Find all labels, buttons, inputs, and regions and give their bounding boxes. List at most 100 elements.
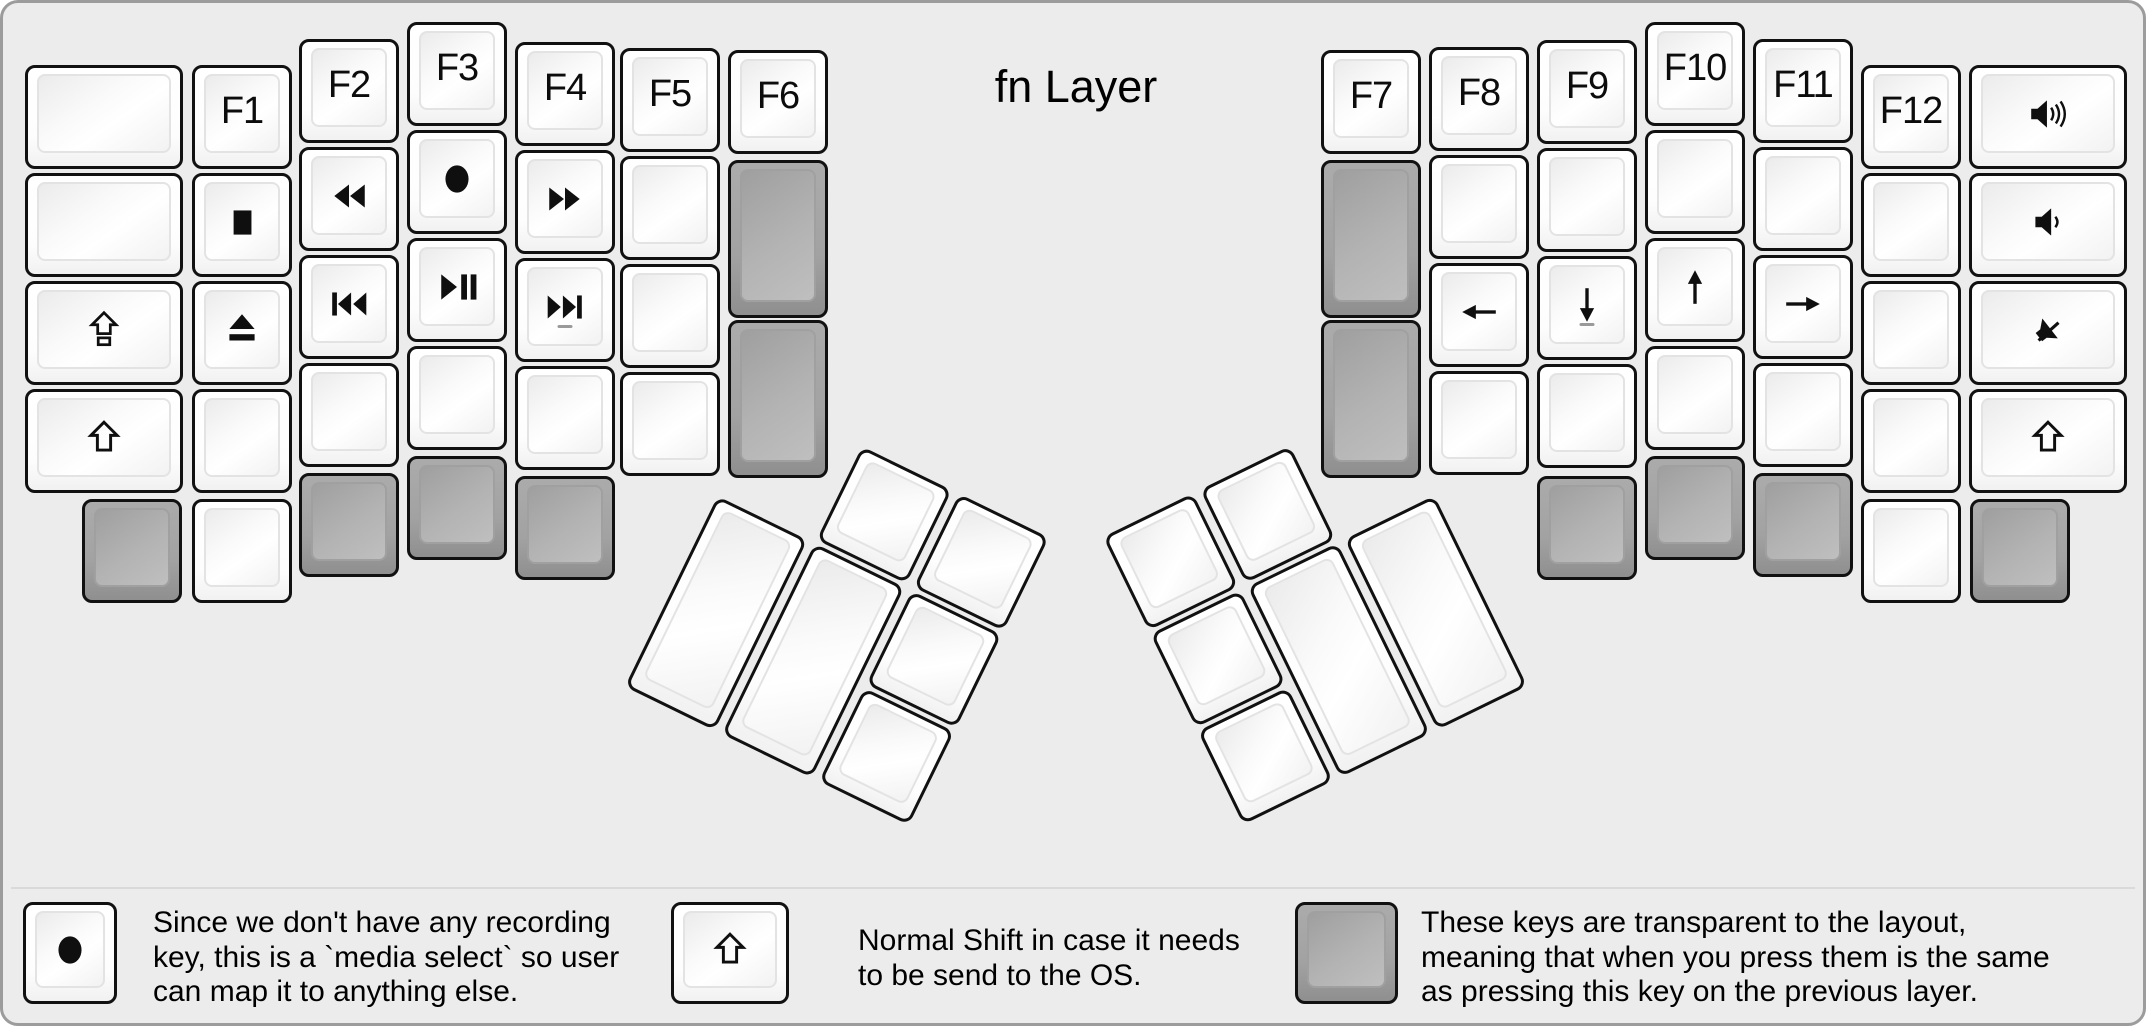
key-transparent[interactable] xyxy=(82,499,182,603)
keytop xyxy=(1873,290,1949,369)
key-blank[interactable] xyxy=(1753,363,1853,467)
keytop xyxy=(94,508,170,587)
key-arrow-left[interactable] xyxy=(1429,263,1529,367)
key-blank[interactable] xyxy=(620,156,720,260)
key-transparent[interactable] xyxy=(1537,476,1637,580)
key-blank[interactable] xyxy=(1537,148,1637,252)
keytop: F8 xyxy=(1441,56,1517,135)
key-play-pause[interactable] xyxy=(407,238,507,342)
key-transparent[interactable] xyxy=(728,160,828,318)
key-transparent[interactable] xyxy=(407,456,507,560)
ffwd-icon xyxy=(549,186,580,211)
keytop xyxy=(1307,911,1386,988)
key-transparent[interactable] xyxy=(1321,160,1421,318)
key-prev-track[interactable] xyxy=(299,255,399,359)
key-volume-up[interactable] xyxy=(1969,65,2127,169)
key-mute[interactable] xyxy=(1969,281,2127,385)
page-title: fn Layer xyxy=(994,61,1158,112)
key-blank[interactable] xyxy=(1429,155,1529,259)
keytop xyxy=(1873,182,1949,261)
key-next-track[interactable] xyxy=(515,258,615,362)
key-f7[interactable]: F7 xyxy=(1321,50,1421,154)
caps-icon xyxy=(88,310,120,346)
key-arrow-down[interactable] xyxy=(1537,256,1637,360)
key-shift[interactable] xyxy=(1969,389,2127,493)
key-label: F12 xyxy=(1879,90,1943,132)
keytop xyxy=(311,156,387,235)
keytop xyxy=(1765,482,1841,561)
key-blank[interactable] xyxy=(1429,371,1529,475)
shift-icon xyxy=(713,931,747,964)
key-label: F11 xyxy=(1773,64,1834,106)
key-shift[interactable] xyxy=(25,389,183,493)
keytop xyxy=(1441,164,1517,243)
record-icon xyxy=(445,164,469,193)
key-f11[interactable]: F11 xyxy=(1753,39,1853,143)
key-blank[interactable] xyxy=(1861,389,1961,493)
key-blank[interactable] xyxy=(25,65,183,169)
keytop xyxy=(834,459,938,565)
key-blank[interactable] xyxy=(620,264,720,368)
playpause-icon xyxy=(441,273,477,300)
key-blank[interactable] xyxy=(1537,364,1637,468)
key-transparent[interactable] xyxy=(1645,456,1745,560)
keytop xyxy=(1441,272,1517,351)
keytop xyxy=(836,701,940,806)
keytop xyxy=(527,159,603,238)
key-blank[interactable] xyxy=(1861,281,1961,385)
key-f3[interactable]: F3 xyxy=(407,22,507,126)
key-transparent[interactable] xyxy=(1321,320,1421,478)
key-blank[interactable] xyxy=(1645,346,1745,450)
key-blank[interactable] xyxy=(620,372,720,476)
keytop xyxy=(527,485,603,564)
key-blank[interactable] xyxy=(515,366,615,470)
key-f8[interactable]: F8 xyxy=(1429,47,1529,151)
keytop xyxy=(1214,459,1318,564)
key-f1[interactable]: F1 xyxy=(192,65,292,169)
key-caps-shift[interactable] xyxy=(25,281,183,385)
key-blank[interactable] xyxy=(1861,499,1961,603)
key-blank[interactable] xyxy=(1645,130,1745,234)
keytop xyxy=(740,329,816,462)
key-transparent[interactable] xyxy=(299,473,399,577)
key-f6[interactable]: F6 xyxy=(728,50,828,154)
key-blank[interactable] xyxy=(1861,173,1961,277)
key-blank[interactable] xyxy=(25,173,183,277)
key-blank[interactable] xyxy=(407,346,507,450)
legend-divider xyxy=(11,887,2135,889)
keytop xyxy=(1982,508,2058,587)
keytop xyxy=(204,182,280,261)
key-transparent[interactable] xyxy=(728,320,828,478)
key-record[interactable] xyxy=(407,130,507,234)
key-stop[interactable] xyxy=(192,173,292,277)
key-eject[interactable] xyxy=(192,281,292,385)
key-blank[interactable] xyxy=(192,499,292,603)
key-arrow-right[interactable] xyxy=(1753,255,1853,359)
vol-mute-icon xyxy=(2035,317,2060,342)
key-blank[interactable] xyxy=(1753,147,1853,251)
key-f5[interactable]: F5 xyxy=(620,48,720,152)
keytop xyxy=(1333,329,1409,462)
keytop xyxy=(1549,485,1625,564)
key-transparent[interactable] xyxy=(515,476,615,580)
key-f9[interactable]: F9 xyxy=(1537,40,1637,144)
key-volume-down[interactable] xyxy=(1969,173,2127,277)
keytop xyxy=(1441,380,1517,459)
key-arrow-up[interactable] xyxy=(1645,238,1745,342)
keytop xyxy=(204,508,280,587)
key-blank[interactable] xyxy=(192,389,292,493)
legend-text-line: Normal Shift in case it needs xyxy=(858,924,1240,957)
key-transparent[interactable] xyxy=(1970,499,2070,603)
key-f12[interactable]: F12 xyxy=(1861,65,1961,169)
key-f2[interactable]: F2 xyxy=(299,39,399,143)
key-rewind[interactable] xyxy=(299,147,399,251)
key-f10[interactable]: F10 xyxy=(1645,22,1745,126)
shift-icon xyxy=(87,419,121,452)
vol-up-icon xyxy=(2031,99,2067,128)
key-f4[interactable]: F4 xyxy=(515,42,615,146)
keytop xyxy=(1657,465,1733,544)
key-blank[interactable] xyxy=(299,363,399,467)
key-transparent[interactable] xyxy=(1753,473,1853,577)
key-fast-forward[interactable] xyxy=(515,150,615,254)
